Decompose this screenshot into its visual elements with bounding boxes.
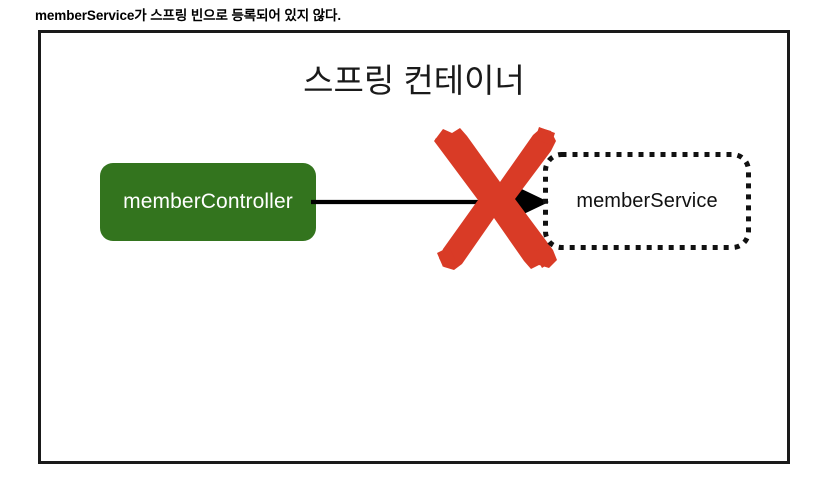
node-member-controller[interactable]: memberController xyxy=(100,163,316,241)
spring-container-frame: 스프링 컨테이너 memberController memberService xyxy=(38,30,790,464)
node-member-controller-label: memberController xyxy=(123,190,293,213)
dependency-arrow xyxy=(311,184,549,220)
node-member-service[interactable]: memberService xyxy=(543,152,751,250)
node-member-service-label: memberService xyxy=(576,189,718,212)
caption-text: memberService가 스프링 빈으로 등록되어 있지 않다. xyxy=(35,8,341,23)
container-title: 스프링 컨테이너 xyxy=(303,62,525,99)
